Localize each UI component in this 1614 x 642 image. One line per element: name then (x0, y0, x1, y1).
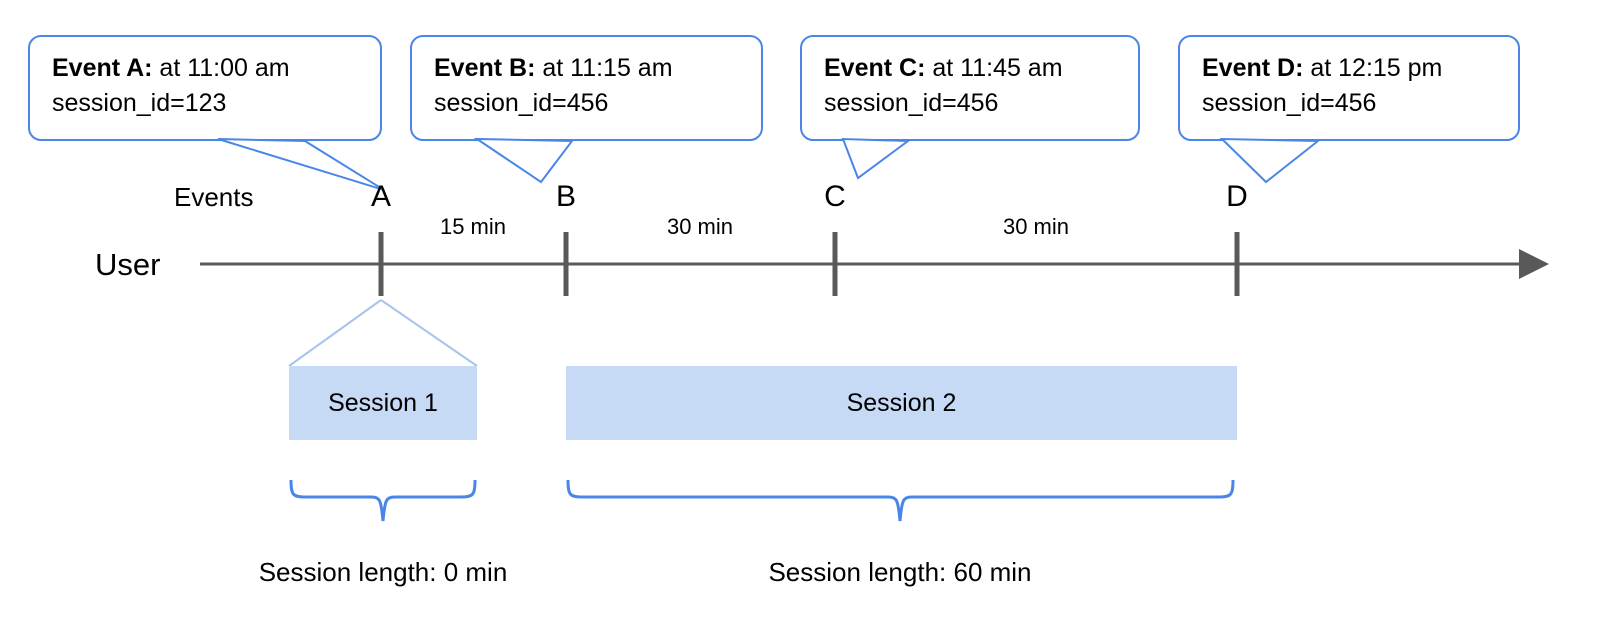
callout-event-a: Event A: at 11:00 am session_id=123 (28, 35, 382, 141)
callout-c-session: session_id=456 (824, 89, 999, 117)
callout-c-time: at 11:45 am (925, 54, 1063, 82)
callout-tail-c (841, 137, 911, 180)
session-bar-1-label: Session 1 (328, 388, 438, 417)
interval-label-b-c: 30 min (666, 214, 734, 239)
row-label-user: User (95, 247, 161, 282)
callout-d-bold: Event D: (1202, 54, 1304, 82)
callout-event-b: Event B: at 11:15 am session_id=456 (410, 35, 763, 141)
callout-d-time: at 12:15 pm (1303, 54, 1443, 82)
session1-leader-lines (288, 299, 478, 367)
callout-a-session: session_id=123 (52, 89, 227, 117)
callout-tail-d (1219, 137, 1321, 184)
session-bar-1: Session 1 (289, 366, 477, 440)
callout-a-line1: Event A: at 11:00 am (52, 51, 380, 86)
event-letter-d: D (1226, 180, 1248, 213)
event-letter-b: B (555, 180, 576, 213)
callout-event-d: Event D: at 12:15 pm session_id=456 (1178, 35, 1520, 141)
callout-b-session: session_id=456 (434, 89, 609, 117)
session-bar-2-label: Session 2 (846, 388, 957, 417)
callout-b-line1: Event B: at 11:15 am (434, 51, 761, 86)
callout-a-bold: Event A: (52, 54, 153, 82)
session-2-length-caption: Session length: 60 min (768, 557, 1032, 587)
callout-d-session: session_id=456 (1202, 89, 1377, 117)
callout-b-time: at 11:15 am (535, 54, 673, 82)
callout-c-line1: Event C: at 11:45 am (824, 51, 1138, 86)
callout-event-c: Event C: at 11:45 am session_id=456 (800, 35, 1140, 141)
brace-session-2 (566, 479, 1235, 522)
callout-tail-b (473, 137, 574, 184)
interval-label-a-b: 15 min (439, 214, 507, 239)
event-letter-c: C (824, 180, 846, 213)
session-bar-2: Session 2 (566, 366, 1237, 440)
event-letter-a: A (370, 180, 391, 213)
callout-d-line1: Event D: at 12:15 pm (1202, 51, 1518, 86)
callout-b-bold: Event B: (434, 54, 536, 82)
brace-session-1 (289, 479, 477, 522)
session-1-length-caption: Session length: 0 min (258, 557, 508, 587)
callout-c-bold: Event C: (824, 54, 926, 82)
callout-a-time: at 11:00 am (152, 54, 290, 82)
interval-label-c-d: 30 min (1002, 214, 1070, 239)
row-label-events: Events (174, 182, 254, 212)
